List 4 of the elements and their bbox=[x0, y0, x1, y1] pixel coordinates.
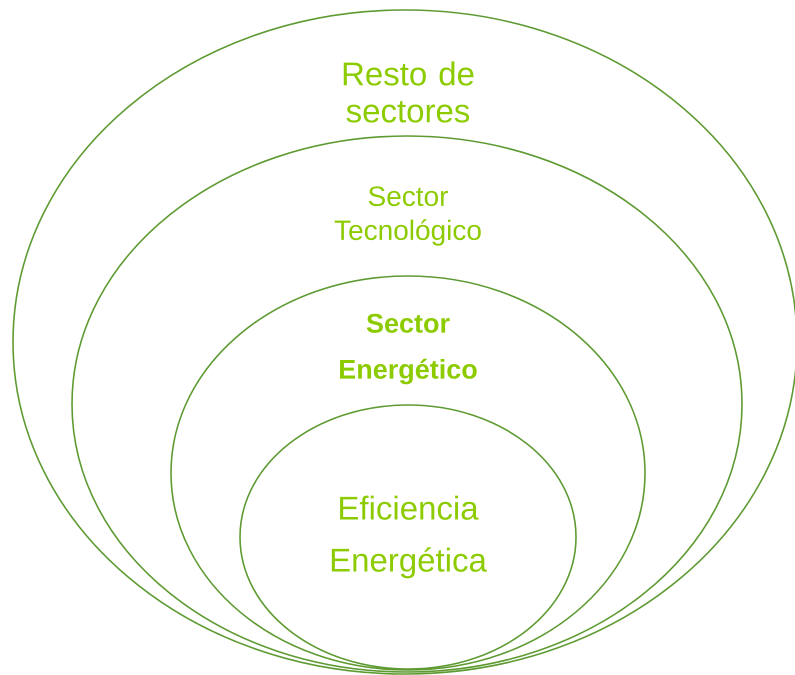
ring-label: Sector Tecnológico bbox=[334, 186, 481, 246]
ring-label: Eficiencia Energética bbox=[332, 496, 487, 578]
ring-label: Sector Energético bbox=[340, 314, 477, 384]
ring-label: Resto de sectores bbox=[344, 61, 474, 123]
